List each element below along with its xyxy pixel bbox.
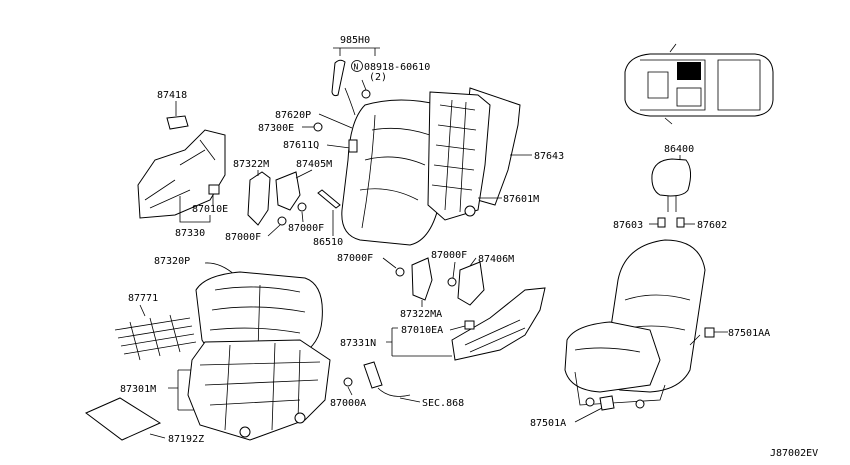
svg-text:N: N — [354, 63, 359, 72]
label-87418: 87418 — [157, 90, 187, 101]
label-87603: 87603 — [613, 220, 643, 231]
spring-86510-part — [317, 189, 341, 209]
headrest-part — [651, 158, 692, 197]
label-87300E: 87300E — [258, 123, 294, 134]
label-87322MA: 87322MA — [400, 309, 442, 320]
label-985H0: 985H0 — [340, 35, 370, 46]
label-08918-qty: (2) — [369, 72, 387, 83]
headrest-guide-87603-part — [657, 217, 666, 228]
label-87330: 87330 — [175, 228, 205, 239]
seat-frame-part — [187, 339, 331, 441]
knob-87418-part — [166, 115, 189, 130]
nut-symbol-icon: N — [351, 60, 363, 72]
grommet-87300E-part — [313, 122, 323, 132]
label-87611Q: 87611Q — [283, 140, 319, 151]
diagram-code: J87002EV — [770, 448, 818, 459]
label-87320P: 87320P — [154, 256, 190, 267]
label-87601M: 87601M — [503, 194, 539, 205]
label-87010E: 87010E — [192, 204, 228, 215]
label-87405M: 87405M — [296, 159, 332, 170]
vehicle-location-icon — [624, 43, 774, 125]
wire-frame-87771-part — [114, 314, 197, 361]
label-87000F-c: 87000F — [337, 253, 373, 264]
label-87301M: 87301M — [120, 384, 156, 395]
label-87643: 87643 — [534, 151, 564, 162]
label-86510: 86510 — [313, 237, 343, 248]
label-87000A: 87000A — [330, 398, 366, 409]
label-87620P: 87620P — [275, 110, 311, 121]
label-87406M: 87406M — [478, 254, 514, 265]
label-87000F-d: 87000F — [431, 250, 467, 261]
hook-87611Q-part — [348, 139, 358, 153]
highlighted-seat-marker — [677, 62, 701, 80]
label-87010EA: 87010EA — [401, 325, 443, 336]
bracket-87322M-part — [247, 171, 271, 226]
headrest-guide-87602-part — [676, 217, 685, 228]
label-87000F-b: 87000F — [288, 223, 324, 234]
bracket-87322MA-part — [411, 257, 433, 301]
pad-87192Z-part — [85, 397, 162, 441]
seat-assembly-mount-part — [599, 395, 615, 411]
bolt-87000A-part — [343, 377, 353, 387]
label-86400: 86400 — [664, 144, 694, 155]
label-87602: 87602 — [697, 220, 727, 231]
label-SEC868: SEC.868 — [422, 398, 464, 409]
bracket-87405M-part — [275, 171, 301, 211]
side-cover-87331N-part — [451, 287, 546, 361]
side-cover-part — [137, 129, 226, 219]
label-87501A: 87501A — [530, 418, 566, 429]
seatbelt-guide-part — [331, 59, 346, 97]
seatback-frame-part — [427, 91, 491, 221]
bolt-87501AA-part — [704, 327, 715, 338]
label-87331N: 87331N — [340, 338, 376, 349]
clip-87010E-part — [208, 184, 220, 195]
label-87771: 87771 — [128, 293, 158, 304]
clip-87010EA-part — [464, 320, 475, 330]
label-87322M: 87322M — [233, 159, 269, 170]
nut-part — [361, 89, 371, 99]
label-08918-60610: 08918-60610 — [364, 62, 430, 73]
seatbelt-buckle-part — [363, 361, 383, 389]
bracket-87406M-part — [457, 261, 485, 306]
label-87000F-a: 87000F — [225, 232, 261, 243]
label-87192Z: 87192Z — [168, 434, 204, 445]
label-87501AA: 87501AA — [728, 328, 770, 339]
seat-assembly-cushion-part — [564, 321, 661, 393]
